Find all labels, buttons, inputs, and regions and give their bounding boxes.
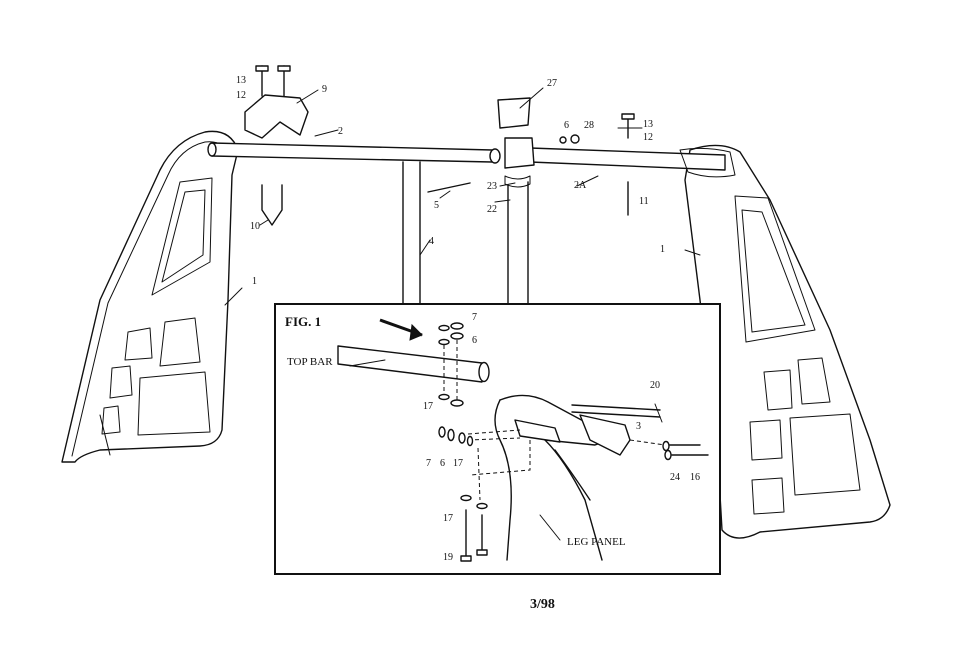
inset-label-24: 24 [670,472,680,483]
part-label-11: 11 [639,196,649,207]
right-leg-panel [684,144,891,539]
inset-label-6: 6 [472,335,477,346]
inset-figure [274,303,721,575]
callout-top-bar: TOP BAR [287,356,333,368]
inset-label-16: 16 [690,472,700,483]
inset-label-19: 19 [443,552,453,563]
inset-label-7-lower: 7 [426,458,431,469]
part-label-1-left: 1 [252,276,257,287]
part-label-27: 27 [547,78,557,89]
callout-leg-panel: LEG PANEL [567,536,626,548]
part-label-5: 5 [434,200,439,211]
leader-lines [224,87,701,306]
inset-label-7: 7 [472,312,477,323]
part-label-6: 6 [564,120,569,131]
inset-label-3: 3 [636,421,641,432]
page-number: 3/98 [530,597,555,612]
inset-label-17: 17 [423,401,433,412]
inset-label-20: 20 [650,380,660,391]
part-label-9: 9 [322,84,327,95]
left-leg-panel [61,130,239,463]
part-label-2: 2 [338,126,343,137]
part-label-4: 4 [429,236,434,247]
inset-label-6-lower: 6 [440,458,445,469]
part-label-10: 10 [250,221,260,232]
figure-title: FIG. 1 [285,314,322,329]
part-label-13: 13 [236,75,246,86]
part-label-2a: 2A [574,180,587,191]
part-label-1-right: 1 [660,244,665,255]
part-label-12-right: 12 [643,132,653,143]
part-label-23: 23 [487,181,497,192]
part-label-22: 22 [487,204,497,215]
part-label-13-right: 13 [643,119,653,130]
frame-bars [207,97,736,306]
fasteners [244,65,635,226]
part-label-28: 28 [584,120,594,131]
part-label-12: 12 [236,90,246,101]
inset-label-17-bottom: 17 [443,513,453,524]
inset-label-17-lower: 17 [453,458,463,469]
